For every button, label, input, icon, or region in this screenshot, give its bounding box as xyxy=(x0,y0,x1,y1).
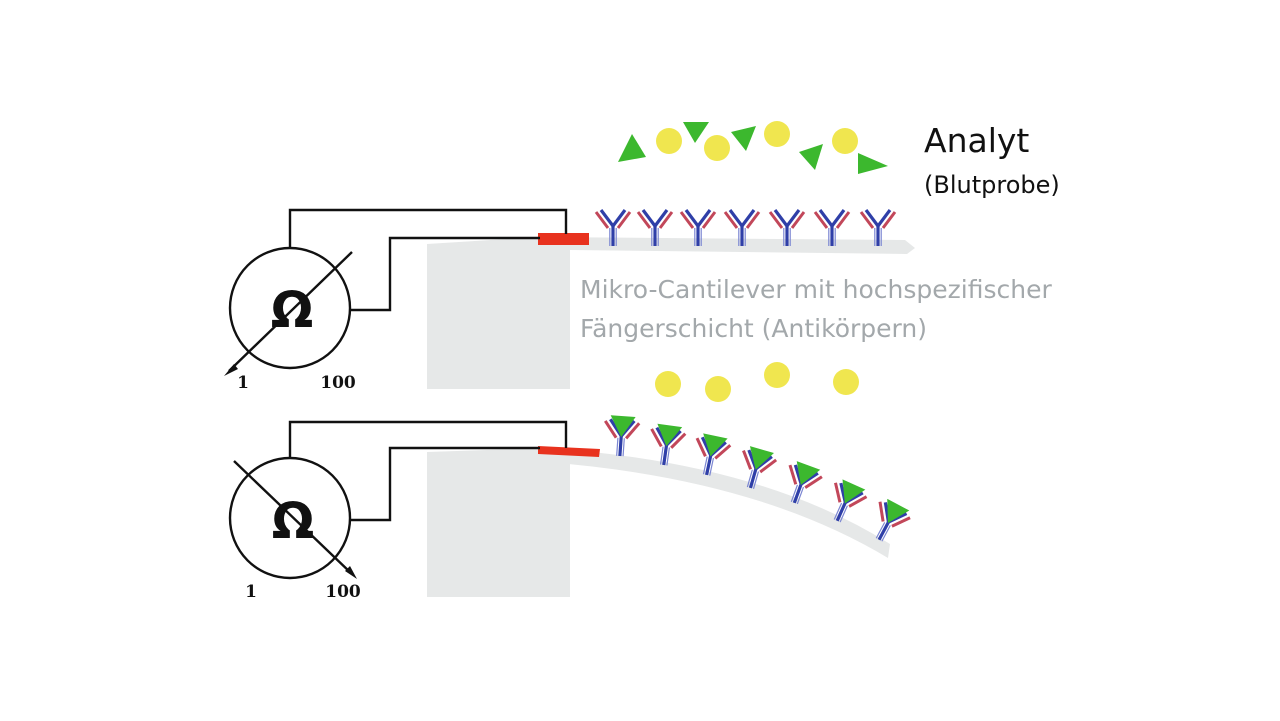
antigen-triangle-icon xyxy=(618,134,646,162)
top-substrate-block xyxy=(427,244,570,389)
antigen-triangle-icon xyxy=(683,122,709,143)
antibody-icon xyxy=(603,415,640,457)
cantilever-label-line2: Fängerschicht (Antikörpern) xyxy=(580,314,927,343)
analyt-title: Analyt xyxy=(924,121,1029,160)
molecule-circle-icon xyxy=(764,121,790,147)
antigen-triangle-icon xyxy=(799,144,823,170)
molecule-circle-icon xyxy=(656,128,682,154)
bottom-panel: Ω 1 100 xyxy=(228,362,913,602)
bottom-substrate-block xyxy=(427,457,570,597)
bottom-ohmmeter-icon: Ω 1 100 xyxy=(228,456,361,602)
top-wire-lower xyxy=(350,236,540,312)
bottom-unbound-molecules xyxy=(655,362,859,402)
antigen-triangle-icon xyxy=(731,126,756,151)
antigen-triangle-icon xyxy=(858,153,888,174)
bottom-wire-lower xyxy=(350,446,540,522)
bottom-ohm-symbol: Ω xyxy=(272,492,315,550)
bottom-scale-min: 1 xyxy=(245,582,257,602)
molecule-circle-icon xyxy=(705,376,731,402)
top-scale-max: 100 xyxy=(320,373,356,393)
top-panel: Ω 1 100 Analyt (Blutprobe) xyxy=(224,121,1060,393)
analyte-molecules xyxy=(618,121,888,174)
molecule-circle-icon xyxy=(764,362,790,388)
molecule-circle-icon xyxy=(655,371,681,397)
molecule-circle-icon xyxy=(833,369,859,395)
top-ohmmeter-icon: Ω 1 100 xyxy=(224,246,356,393)
analyt-subtitle: (Blutprobe) xyxy=(924,171,1060,199)
top-piezo-resistor xyxy=(538,233,589,245)
bottom-scale-max: 100 xyxy=(325,582,361,602)
molecule-circle-icon xyxy=(704,135,730,161)
cantilever-label-line1: Mikro-Cantilever mit hochspezifischer xyxy=(580,275,1052,304)
bottom-wire-upper xyxy=(288,420,568,458)
bottom-piezo-resistor xyxy=(538,446,600,457)
top-wire-upper xyxy=(288,208,568,248)
top-scale-min: 1 xyxy=(237,373,249,393)
bottom-bound-antibody-layer xyxy=(603,415,913,548)
molecule-circle-icon xyxy=(832,128,858,154)
